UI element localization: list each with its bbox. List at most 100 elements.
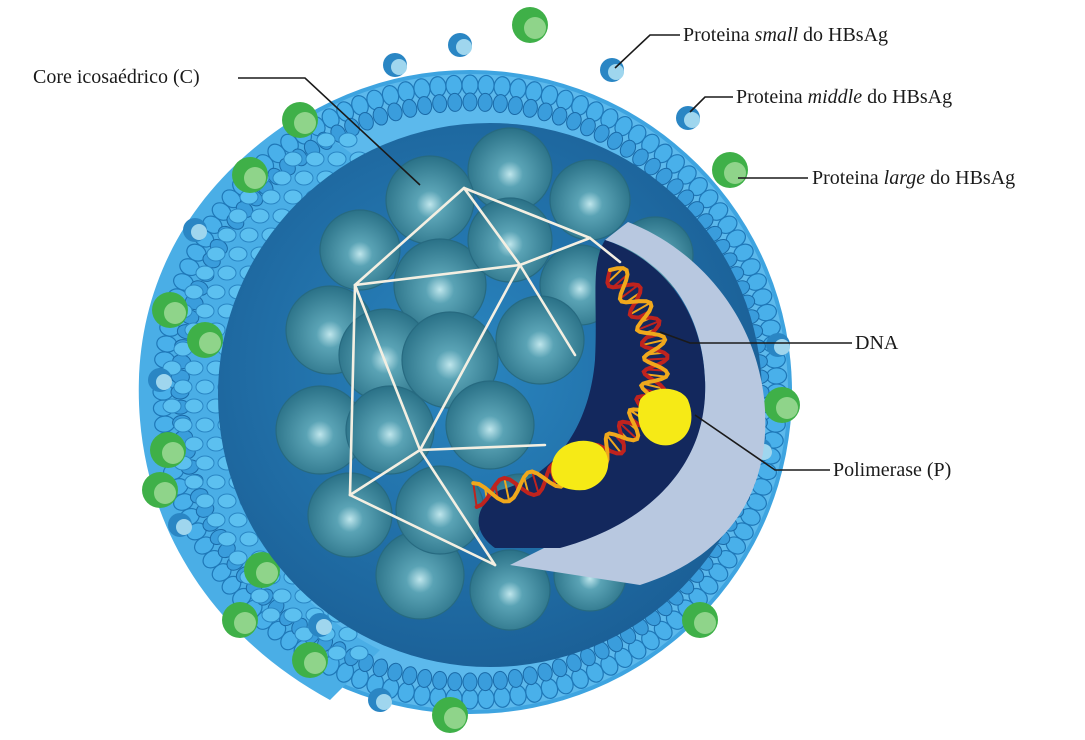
label-polymerase: Polimerase (P) bbox=[833, 460, 951, 480]
capsid-subunit bbox=[346, 386, 434, 474]
label-protein-large: Proteina large do HBsAg bbox=[812, 168, 1015, 188]
leader-small bbox=[615, 35, 680, 68]
protein-highlight bbox=[776, 397, 798, 419]
lipid-bead bbox=[463, 673, 477, 691]
texture-bead bbox=[273, 589, 291, 603]
protein-highlight bbox=[256, 562, 278, 584]
texture-bead bbox=[185, 285, 203, 299]
protein-highlight bbox=[376, 694, 392, 710]
texture-bead bbox=[251, 209, 269, 223]
texture-bead bbox=[328, 152, 346, 166]
texture-bead bbox=[262, 608, 280, 622]
texture-bead bbox=[185, 361, 203, 375]
label-small-suffix: do HBsAg bbox=[798, 24, 888, 46]
texture-bead bbox=[207, 285, 225, 299]
texture-bead bbox=[218, 266, 236, 280]
texture-bead bbox=[185, 475, 203, 489]
texture-bead bbox=[196, 456, 214, 470]
texture-bead bbox=[339, 133, 357, 147]
protein-highlight bbox=[444, 707, 466, 729]
protein-highlight bbox=[304, 652, 326, 674]
lipid-bead bbox=[445, 75, 462, 96]
protein-highlight bbox=[154, 482, 176, 504]
lipid-bead bbox=[447, 672, 462, 691]
texture-bead bbox=[207, 247, 225, 261]
texture-bead bbox=[207, 513, 225, 527]
texture-bead bbox=[273, 171, 291, 185]
protein-highlight bbox=[391, 59, 407, 75]
protein-highlight bbox=[774, 339, 790, 355]
texture-bead bbox=[218, 494, 236, 508]
protein-highlight bbox=[162, 442, 184, 464]
texture-bead bbox=[163, 399, 181, 413]
protein-highlight bbox=[176, 519, 192, 535]
texture-bead bbox=[350, 646, 368, 660]
lipid-bead bbox=[478, 672, 493, 691]
texture-bead bbox=[196, 418, 214, 432]
texture-bead bbox=[174, 380, 192, 394]
lipid-bead bbox=[462, 75, 478, 95]
texture-bead bbox=[306, 152, 324, 166]
lipid-bead bbox=[447, 93, 462, 112]
label-protein-middle: Proteina middle do HBsAg bbox=[736, 87, 952, 107]
texture-bead bbox=[229, 209, 247, 223]
lipid-bead bbox=[463, 93, 477, 111]
label-protein-small: Proteina small do HBsAg bbox=[683, 25, 888, 45]
texture-bead bbox=[284, 608, 302, 622]
protein-highlight bbox=[724, 162, 746, 184]
texture-bead bbox=[240, 532, 258, 546]
label-large-italic: large bbox=[884, 167, 925, 189]
texture-bead bbox=[284, 152, 302, 166]
protein-highlight bbox=[199, 332, 221, 354]
texture-bead bbox=[262, 190, 280, 204]
protein-highlight bbox=[234, 612, 256, 634]
label-small-prefix: Proteina bbox=[683, 24, 755, 46]
capsid-subunit bbox=[496, 296, 584, 384]
texture-bead bbox=[196, 266, 214, 280]
texture-bead bbox=[185, 399, 203, 413]
protein-highlight bbox=[694, 612, 716, 634]
protein-highlight bbox=[316, 619, 332, 635]
capsid-subunit bbox=[386, 156, 474, 244]
texture-bead bbox=[229, 513, 247, 527]
capsid-subunit bbox=[446, 381, 534, 469]
texture-bead bbox=[328, 646, 346, 660]
label-dna: DNA bbox=[855, 333, 898, 353]
protein-highlight bbox=[294, 112, 316, 134]
label-large-prefix: Proteina bbox=[812, 167, 884, 189]
protein-highlight bbox=[524, 17, 546, 39]
texture-bead bbox=[196, 304, 214, 318]
texture-bead bbox=[251, 589, 269, 603]
protein-highlight bbox=[156, 374, 172, 390]
texture-bead bbox=[185, 437, 203, 451]
protein-highlight bbox=[684, 112, 700, 128]
texture-bead bbox=[196, 494, 214, 508]
protein-highlight bbox=[191, 224, 207, 240]
lipid-bead bbox=[478, 688, 495, 709]
lipid-bead bbox=[478, 93, 493, 112]
texture-bead bbox=[229, 551, 247, 565]
label-middle-prefix: Proteina bbox=[736, 86, 808, 108]
protein-highlight bbox=[456, 39, 472, 55]
label-middle-italic: middle bbox=[808, 86, 862, 108]
texture-bead bbox=[229, 247, 247, 261]
label-core: Core icosaédrico (C) bbox=[33, 67, 200, 87]
texture-bead bbox=[317, 133, 335, 147]
lipid-bead bbox=[766, 367, 787, 384]
texture-bead bbox=[295, 171, 313, 185]
texture-bead bbox=[240, 228, 258, 242]
label-large-suffix: do HBsAg bbox=[925, 167, 1015, 189]
texture-bead bbox=[196, 380, 214, 394]
protein-highlight bbox=[244, 167, 266, 189]
texture-bead bbox=[218, 532, 236, 546]
texture-bead bbox=[174, 418, 192, 432]
capsid-subunit bbox=[320, 210, 400, 290]
texture-bead bbox=[207, 475, 225, 489]
lipid-bead bbox=[478, 75, 495, 96]
label-small-italic: small bbox=[755, 24, 798, 46]
label-middle-suffix: do HBsAg bbox=[862, 86, 952, 108]
texture-bead bbox=[218, 228, 236, 242]
protein-highlight bbox=[164, 302, 186, 324]
